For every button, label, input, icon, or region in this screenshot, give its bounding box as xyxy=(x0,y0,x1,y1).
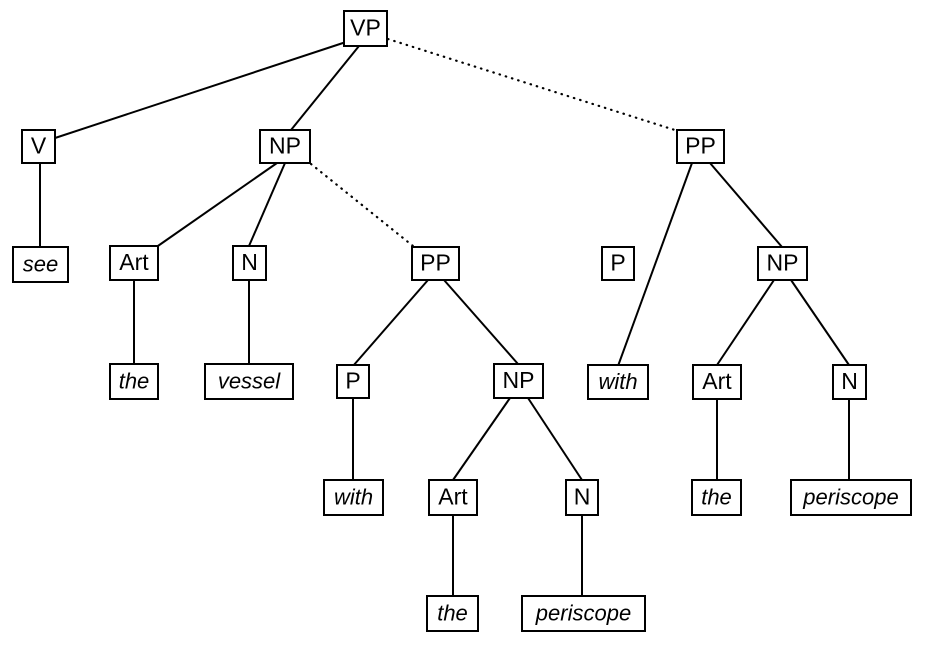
tree-edge-pp-mid-to-p-mid xyxy=(352,279,429,367)
node-label-pp-right: PP xyxy=(685,133,716,159)
node-box-v xyxy=(21,129,56,164)
node-label-np1: NP xyxy=(269,133,301,159)
tree-edge-pp-right-to-np-right xyxy=(709,162,783,248)
tree-node-art-mid: Art xyxy=(428,479,478,516)
node-box-the-right xyxy=(691,479,742,516)
node-box-n-right xyxy=(832,364,867,400)
node-box-vessel xyxy=(204,363,294,400)
node-box-p-right xyxy=(601,246,635,281)
tree-node-art1: Art xyxy=(109,245,159,281)
tree-node-periscope-rt: periscope xyxy=(790,479,912,516)
node-label-periscope-rt: periscope xyxy=(802,484,898,509)
node-label-p-right: P xyxy=(610,250,625,276)
node-label-np-mid: NP xyxy=(503,367,535,393)
node-label-the-mid: the xyxy=(437,600,468,625)
node-box-vp xyxy=(343,10,388,47)
tree-node-vessel: vessel xyxy=(204,363,294,400)
tree-node-n1: N xyxy=(232,245,267,281)
node-box-np-right xyxy=(757,246,808,281)
node-label-with-mid: with xyxy=(334,484,373,509)
tree-edge-np1-to-n1 xyxy=(248,162,286,247)
tree-edge-pp-right-to-p-right xyxy=(617,162,693,367)
node-box-art1 xyxy=(109,245,159,281)
node-label-the1: the xyxy=(119,368,150,393)
node-box-n-mid xyxy=(565,479,599,516)
node-box-n1 xyxy=(232,245,267,281)
node-label-v: V xyxy=(31,133,47,159)
tree-node-pp-mid: PP xyxy=(411,246,460,281)
tree-edge-np1-to-art1 xyxy=(154,162,278,249)
node-label-pp-mid: PP xyxy=(420,250,451,276)
node-box-np-mid xyxy=(493,363,544,399)
tree-edge-np1-to-pp-mid xyxy=(309,162,415,248)
tree-edge-vp-to-pp-right xyxy=(386,37,680,133)
node-label-n1: N xyxy=(241,249,258,275)
node-label-vp: VP xyxy=(350,15,381,41)
tree-edge-vp-to-np1 xyxy=(290,45,360,131)
tree-node-v: V xyxy=(21,129,56,164)
node-label-p-mid: P xyxy=(345,368,360,394)
node-label-periscope-mid: periscope xyxy=(535,600,631,625)
node-box-pp-right xyxy=(676,129,725,164)
tree-node-n-right: N xyxy=(832,364,867,400)
tree-node-p-mid: P xyxy=(336,364,370,399)
node-label-art-right: Art xyxy=(702,368,732,394)
tree-node-vp: VP xyxy=(343,10,388,47)
node-label-with-right: with xyxy=(598,369,637,394)
node-label-np-right: NP xyxy=(767,250,799,276)
node-label-n-mid: N xyxy=(574,484,591,510)
node-label-art-mid: Art xyxy=(438,484,468,510)
node-box-pp-mid xyxy=(411,246,460,281)
tree-node-p-right: P xyxy=(601,246,635,281)
tree-node-the-right: the xyxy=(691,479,742,516)
node-box-see xyxy=(12,246,69,283)
tree-node-np-mid: NP xyxy=(493,363,544,399)
node-box-periscope-mid xyxy=(521,595,646,632)
node-box-the-mid xyxy=(426,595,479,632)
tree-node-pp-right: PP xyxy=(676,129,725,164)
node-label-vessel: vessel xyxy=(218,368,281,393)
edge-layer xyxy=(39,37,850,596)
node-label-the-right: the xyxy=(701,484,732,509)
tree-node-with-mid: with xyxy=(323,479,384,516)
node-box-p-mid xyxy=(336,364,370,399)
node-box-with-mid xyxy=(323,479,384,516)
tree-edge-np-mid-to-n-mid xyxy=(527,397,583,481)
tree-node-n-mid: N xyxy=(565,479,599,516)
tree-edge-np-right-to-art-right xyxy=(716,279,775,366)
node-label-see: see xyxy=(23,251,58,276)
node-box-art-right xyxy=(692,364,742,400)
tree-edge-np-mid-to-art-mid xyxy=(452,397,511,481)
tree-node-the-mid: the xyxy=(426,595,479,632)
tree-edge-np-right-to-n-right xyxy=(790,279,850,366)
tree-node-with-right: with xyxy=(587,364,649,400)
node-label-n-right: N xyxy=(841,368,858,394)
node-box-periscope-rt xyxy=(790,479,912,516)
node-box-np1 xyxy=(259,129,311,164)
tree-edge-pp-mid-to-np-mid xyxy=(443,279,519,365)
tree-node-periscope-mid: periscope xyxy=(521,595,646,632)
tree-node-see: see xyxy=(12,246,69,283)
node-box-art-mid xyxy=(428,479,478,516)
node-label-art1: Art xyxy=(119,249,149,275)
tree-node-np-right: NP xyxy=(757,246,808,281)
tree-node-np1: NP xyxy=(259,129,311,164)
tree-node-the1: the xyxy=(109,363,159,400)
node-box-with-right xyxy=(587,364,649,400)
tree-node-art-right: Art xyxy=(692,364,742,400)
node-box-the1 xyxy=(109,363,159,400)
tree-edge-vp-to-v xyxy=(51,41,347,140)
